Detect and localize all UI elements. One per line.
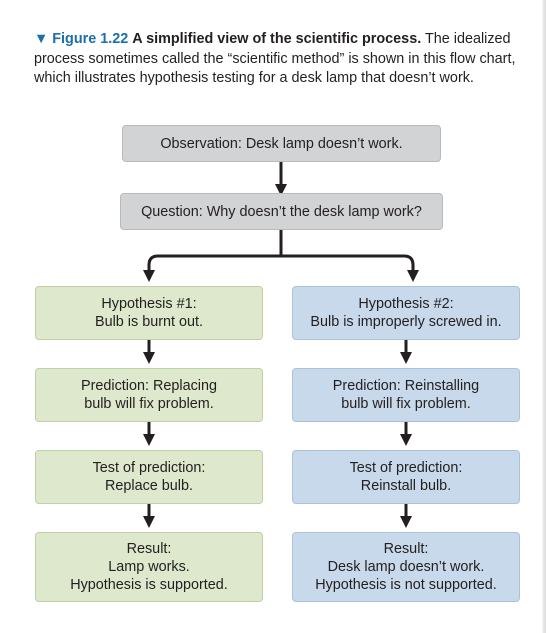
result-1-line-2: Hypothesis is supported. bbox=[70, 577, 228, 593]
result-1-box: Result: Lamp works. Hypothesis is suppor… bbox=[35, 532, 263, 602]
prediction-1-line-1: Prediction: Replacing bbox=[81, 378, 217, 394]
figure-description: The idealized process sometimes called t… bbox=[34, 31, 516, 86]
observation-text: Observation: Desk lamp doesn’t work. bbox=[160, 135, 403, 152]
hypothesis-2-box: Hypothesis #2: Bulb is improperly screwe… bbox=[292, 286, 520, 340]
observation-box: Observation: Desk lamp doesn’t work. bbox=[122, 125, 441, 162]
result-2-heading: Result: bbox=[383, 541, 429, 557]
connector-split-left-corner bbox=[147, 254, 159, 266]
question-box: Question: Why doesn’t the desk lamp work… bbox=[120, 193, 443, 230]
result-2-box: Result: Desk lamp doesn’t work. Hypothes… bbox=[292, 532, 520, 602]
test-1-box: Test of prediction: Replace bulb. bbox=[35, 450, 263, 504]
figure-label: ▼ Figure 1.22 bbox=[34, 31, 129, 47]
hypothesis-1-heading: Hypothesis #1: bbox=[101, 296, 197, 312]
question-text: Question: Why doesn’t the desk lamp work… bbox=[141, 203, 422, 220]
prediction-1-box: Prediction: Replacing bulb will fix prob… bbox=[35, 368, 263, 422]
test-1-text: Replace bulb. bbox=[104, 478, 193, 494]
prediction-2-box: Prediction: Reinstalling bulb will fix p… bbox=[292, 368, 520, 422]
figure-caption: ▼ Figure 1.22 A simplified view of the s… bbox=[34, 30, 526, 89]
hypothesis-1-text: Bulb is burnt out. bbox=[95, 314, 203, 330]
connector-split-right-corner bbox=[403, 254, 415, 266]
test-2-heading: Test of prediction: bbox=[349, 460, 463, 476]
test-2-box: Test of prediction: Reinstall bulb. bbox=[292, 450, 520, 504]
connector-question-split bbox=[158, 230, 404, 258]
result-2-line-1: Desk lamp doesn’t work. bbox=[327, 559, 485, 575]
test-1-heading: Test of prediction: bbox=[92, 460, 206, 476]
figure-title: A simplified view of the scientific proc… bbox=[132, 31, 422, 47]
hypothesis-2-heading: Hypothesis #2: bbox=[358, 296, 454, 312]
prediction-1-line-2: bulb will fix problem. bbox=[84, 396, 214, 412]
hypothesis-2-text: Bulb is improperly screwed in. bbox=[310, 314, 502, 330]
page-edge-shadow bbox=[542, 0, 546, 633]
result-2-line-2: Hypothesis is not supported. bbox=[315, 577, 497, 593]
result-1-line-1: Lamp works. bbox=[108, 559, 190, 575]
test-2-text: Reinstall bulb. bbox=[360, 478, 452, 494]
prediction-2-line-2: bulb will fix problem. bbox=[341, 396, 471, 412]
prediction-2-line-1: Prediction: Reinstalling bbox=[332, 378, 480, 394]
hypothesis-1-box: Hypothesis #1: Bulb is burnt out. bbox=[35, 286, 263, 340]
result-1-heading: Result: bbox=[126, 541, 172, 557]
